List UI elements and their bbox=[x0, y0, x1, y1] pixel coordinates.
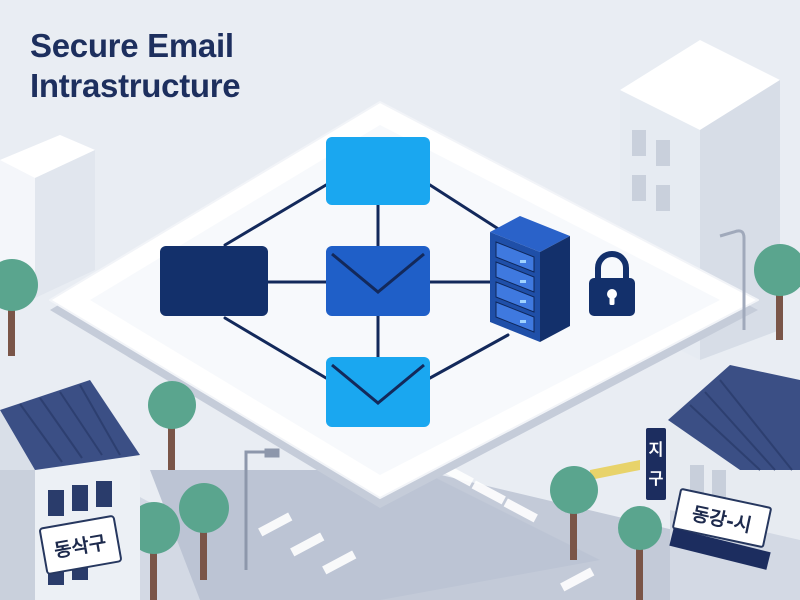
right-vertical-sign bbox=[646, 428, 666, 500]
tree-bottom-left-2 bbox=[179, 483, 229, 580]
tree-left bbox=[0, 259, 38, 356]
navy-node bbox=[160, 246, 268, 316]
right-awning bbox=[669, 528, 771, 570]
tree-bottom-left-1 bbox=[128, 502, 180, 600]
top-node bbox=[326, 137, 430, 205]
building-bottom-left bbox=[0, 380, 140, 600]
center-envelope-icon bbox=[326, 246, 430, 316]
right-vertical-sign-text-bottom: 구 bbox=[649, 469, 664, 488]
tree-mid-left bbox=[148, 381, 196, 470]
network-connectors bbox=[223, 183, 510, 380]
server-rack-icon bbox=[490, 216, 570, 342]
street-lamp-left bbox=[244, 448, 280, 570]
tree-bottom-right-2 bbox=[618, 506, 662, 600]
title-line-1: Secure Email bbox=[30, 27, 234, 64]
building-left-back bbox=[0, 135, 95, 300]
tree-bottom-right-1 bbox=[550, 466, 598, 560]
right-vertical-sign-text-top: 지 bbox=[649, 440, 664, 459]
padlock-icon bbox=[589, 251, 635, 316]
right-building-sign bbox=[672, 488, 772, 548]
title-line-2: Intrastructure bbox=[30, 67, 241, 104]
bottom-envelope-icon bbox=[326, 357, 430, 427]
street-lamp-right bbox=[719, 229, 746, 330]
building-bottom-right bbox=[646, 365, 800, 600]
tree-right bbox=[754, 244, 800, 340]
left-building-sign bbox=[39, 515, 122, 575]
page-title: Secure Email Intrastructure bbox=[30, 26, 241, 106]
